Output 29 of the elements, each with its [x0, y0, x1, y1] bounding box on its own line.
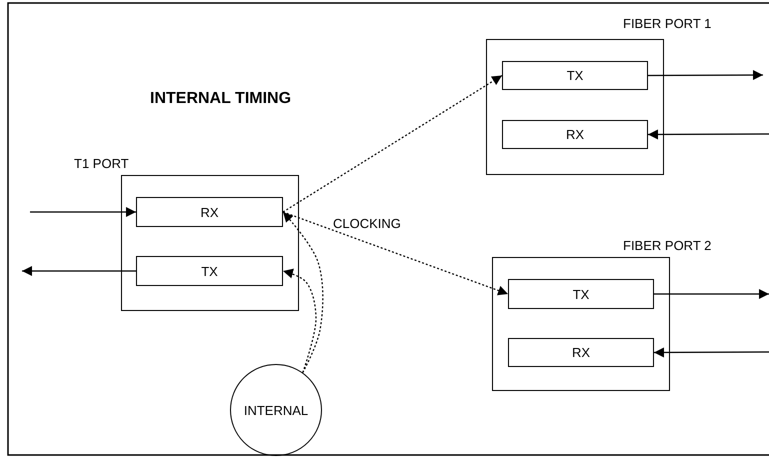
node-label: TX: [566, 68, 584, 83]
unit-box: [508, 338, 654, 367]
connector-arrow: [282, 268, 317, 373]
diagram-title: INTERNAL TIMING: [150, 90, 292, 108]
source-circle: [230, 364, 322, 456]
port-heading: T1 PORT: [74, 156, 129, 171]
connector-arrow: [30, 207, 136, 217]
unit-box: [502, 61, 648, 90]
node-label: TX: [572, 286, 590, 302]
connector-arrow: [654, 289, 769, 299]
unit-box: [136, 256, 283, 286]
connector-arrow: [282, 211, 508, 296]
clocking-label: CLOCKING: [333, 216, 401, 231]
port-heading: FIBER PORT 1: [623, 16, 712, 31]
unit-box: [508, 279, 654, 309]
node-label: INTERNAL: [244, 402, 308, 418]
connector-arrow: [654, 347, 769, 358]
unit-box: [502, 120, 648, 149]
node-label: RX: [566, 127, 584, 142]
port-heading: FIBER PORT 2: [623, 238, 712, 253]
connector-arrow: [282, 212, 324, 373]
connector-arrow: [282, 75, 502, 212]
node-label: RX: [200, 204, 219, 220]
unit-box: [136, 197, 283, 227]
connector-arrow: [648, 129, 769, 140]
node-label: TX: [201, 264, 218, 278]
node-label: RX: [572, 345, 590, 360]
connector-arrow: [22, 266, 136, 276]
connector-arrow: [648, 70, 763, 80]
